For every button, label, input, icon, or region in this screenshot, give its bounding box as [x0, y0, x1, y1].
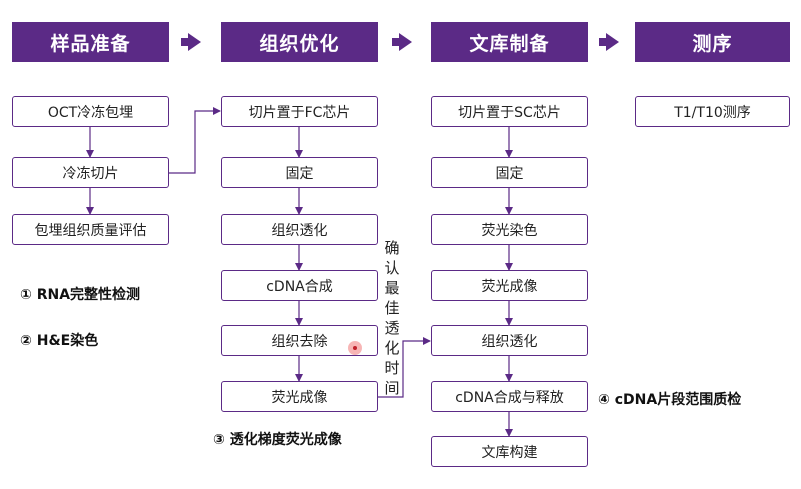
- header-arrow-stem-3: [599, 38, 607, 46]
- arrow-c1-to-c2: [168, 107, 221, 174]
- header-arrow-stem-2: [392, 38, 400, 46]
- header-arrow-2-icon: [399, 33, 412, 51]
- connector-label: 确认最佳透化时间: [384, 239, 400, 397]
- mouse-cursor-icon: [353, 346, 357, 350]
- arrow-c2-to-c3: [377, 337, 431, 398]
- step-fixation-2: 固定: [431, 157, 588, 188]
- header-library-prep: 文库制备: [431, 22, 588, 62]
- note-rna-integrity: ① RNA完整性检测: [20, 287, 141, 303]
- step-fluorescence-imaging-2: 荧光成像: [431, 270, 588, 301]
- step-oct-embedding: OCT冷冻包埋: [12, 96, 169, 127]
- step-sequencing: T1/T10测序: [635, 96, 790, 127]
- note-he-stain: ② H&E染色: [20, 333, 99, 349]
- step-library-construction: 文库构建: [431, 436, 588, 467]
- step-fluorescent-stain: 荧光染色: [431, 214, 588, 245]
- step-fixation: 固定: [221, 157, 378, 188]
- step-quality-assessment: 包埋组织质量评估: [12, 214, 169, 245]
- step-cdna-synthesis: cDNA合成: [221, 270, 378, 301]
- header-arrow-stem-1: [181, 38, 189, 46]
- step-permeabilization: 组织透化: [221, 214, 378, 245]
- header-tissue-optimization: 组织优化: [221, 22, 378, 62]
- note-cdna-qc: ④ cDNA片段范围质检: [598, 392, 742, 408]
- header-sequencing: 测序: [635, 22, 790, 62]
- note-permeabilization-gradient: ③ 透化梯度荧光成像: [213, 432, 342, 448]
- step-fluorescence-imaging: 荧光成像: [221, 381, 378, 412]
- step-cryosection: 冷冻切片: [12, 157, 169, 188]
- header-arrow-3-icon: [606, 33, 619, 51]
- step-cdna-release: cDNA合成与释放: [431, 381, 588, 412]
- step-fc-chip: 切片置于FC芯片: [221, 96, 378, 127]
- step-permeabilization-2: 组织透化: [431, 325, 588, 356]
- header-arrow-1-icon: [188, 33, 201, 51]
- step-sc-chip: 切片置于SC芯片: [431, 96, 588, 127]
- header-sample-prep: 样品准备: [12, 22, 169, 62]
